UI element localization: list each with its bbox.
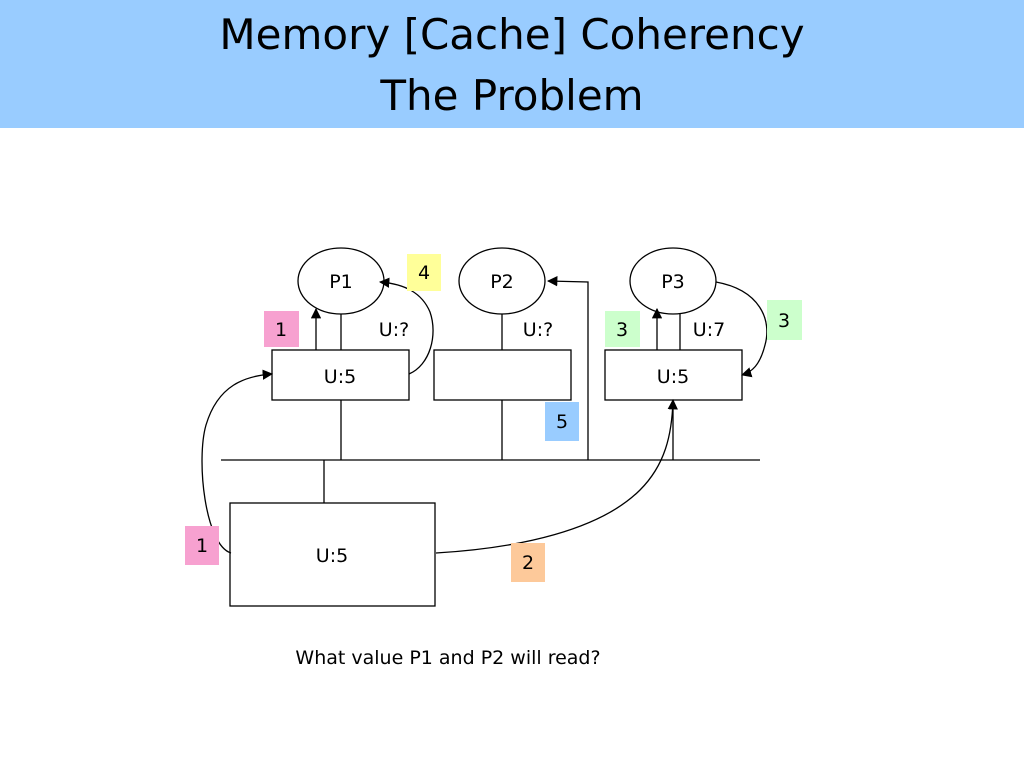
step-tag-label: 3 <box>616 319 628 341</box>
title-bar: Memory [Cache] Coherency The Problem <box>0 0 1024 128</box>
cache-p3-value: U:5 <box>657 366 689 388</box>
cache-p1-value: U:5 <box>324 366 356 388</box>
slide-title: Memory [Cache] Coherency <box>219 10 805 59</box>
step-tag-label: 1 <box>196 535 208 557</box>
processor-p3 <box>629 247 717 315</box>
step-tag-label: 2 <box>522 552 534 574</box>
processor-p1-value: U:? <box>379 319 409 341</box>
processor-p1-label: P1 <box>329 271 353 293</box>
slide-subtitle: The Problem <box>380 71 644 120</box>
p3-write-to-cache-arrow <box>715 281 768 378</box>
cache-p1-to-p1-arrow <box>378 277 434 375</box>
processor-p2-label: P2 <box>490 271 514 293</box>
processor-p2-value: U:? <box>523 319 553 341</box>
processor-p3-value: U:7 <box>693 319 725 341</box>
step-tag-bg <box>264 311 299 347</box>
step-tag-bg <box>407 254 441 291</box>
step-tag-label: 1 <box>275 319 287 341</box>
cache-p2 <box>433 349 572 401</box>
step-tag-bg <box>185 526 219 565</box>
step-tag-bg <box>545 402 579 441</box>
main-memory-value: U:5 <box>316 545 348 567</box>
step-tag-bg <box>511 543 545 582</box>
step-tag-label: 3 <box>778 310 790 332</box>
question-text: What value P1 and P2 will read? <box>295 647 600 669</box>
processor-p3-label: P3 <box>661 271 685 293</box>
step-tag-label: 4 <box>418 262 430 284</box>
memory-to-cache-p3-arrow <box>435 398 678 554</box>
p2-bus-read-arrow <box>546 276 589 460</box>
main-memory <box>229 502 436 607</box>
step-tag-bg <box>605 311 640 347</box>
step-tag-label: 5 <box>556 411 568 433</box>
step-tag-bg <box>767 300 802 340</box>
